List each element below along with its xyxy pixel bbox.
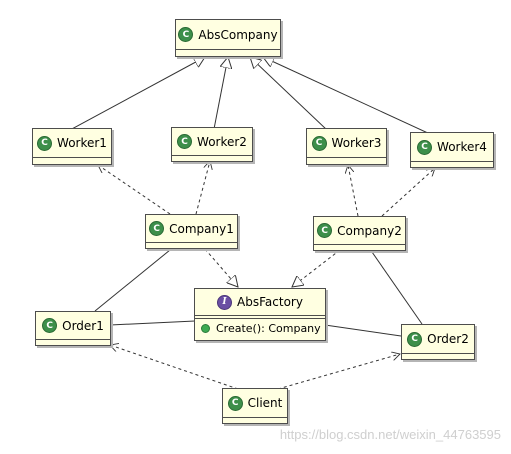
abs-company-class[interactable]: C AbsCompany (175, 19, 281, 57)
worker3-label: Worker3 (331, 136, 382, 150)
class-icon: C (177, 134, 193, 149)
order2-label: Order2 (427, 332, 469, 346)
client-order2-dependency (277, 354, 400, 390)
abs-factory-label: AbsFactory (237, 295, 303, 309)
worker2-label: Worker2 (197, 134, 247, 149)
order2-company2-aggregation (372, 252, 423, 325)
order1-class[interactable]: C Order1 (35, 311, 111, 346)
order2-factory-aggregation (324, 324, 401, 336)
worker3-class[interactable]: C Worker3 (306, 128, 387, 165)
class-icon: C (417, 139, 433, 155)
class-icon: C (149, 221, 165, 236)
company2-class[interactable]: C Company2 (313, 216, 406, 251)
client-class[interactable]: C Client (222, 388, 288, 424)
create-method-label: Create(): Company (216, 321, 321, 335)
client-order1-dependency (110, 345, 239, 390)
worker2-generalization-line (213, 57, 228, 130)
watermark: https://blog.csdn.net/weixin_44763595 (279, 427, 501, 442)
company2-realization-line (292, 249, 341, 287)
abs-company-label: AbsCompany (198, 27, 278, 42)
company1-realization-line (204, 248, 238, 287)
worker3-generalization-line (250, 57, 328, 131)
worker1-label: Worker1 (57, 136, 107, 150)
order1-company1-aggregation (94, 250, 170, 312)
company1-label: Company1 (169, 221, 234, 236)
create-method-row[interactable]: Create(): Company (195, 319, 325, 337)
order1-label: Order1 (62, 318, 104, 333)
worker4-class[interactable]: C Worker4 (410, 132, 494, 168)
class-icon: C (317, 223, 333, 238)
class-icon: C (42, 318, 58, 333)
company1-worker2-dependency (195, 161, 210, 215)
company2-label: Company2 (337, 223, 402, 238)
order1-factory-aggregation (110, 321, 196, 325)
worker4-label: Worker4 (437, 140, 487, 154)
class-icon: C (311, 135, 327, 151)
worker1-generalization-line (69, 57, 205, 131)
class-icon: C (227, 395, 243, 411)
abs-factory-interface[interactable]: I AbsFactory Create(): Company (194, 288, 326, 341)
order2-class[interactable]: C Order2 (401, 324, 475, 360)
class-icon: C (178, 27, 194, 42)
worker1-class[interactable]: C Worker1 (32, 128, 112, 165)
company2-worker4-dependency (381, 168, 435, 217)
class-icon: C (37, 135, 53, 151)
worker4-generalization-line (263, 57, 431, 135)
class-icon: C (407, 331, 423, 347)
company1-worker1-dependency (98, 165, 171, 215)
company2-worker3-dependency (348, 165, 359, 217)
interface-icon: I (217, 294, 233, 310)
public-method-icon (201, 323, 210, 333)
worker2-class[interactable]: C Worker2 (171, 127, 253, 162)
company1-class[interactable]: C Company1 (145, 214, 238, 249)
client-label: Client (247, 396, 283, 410)
